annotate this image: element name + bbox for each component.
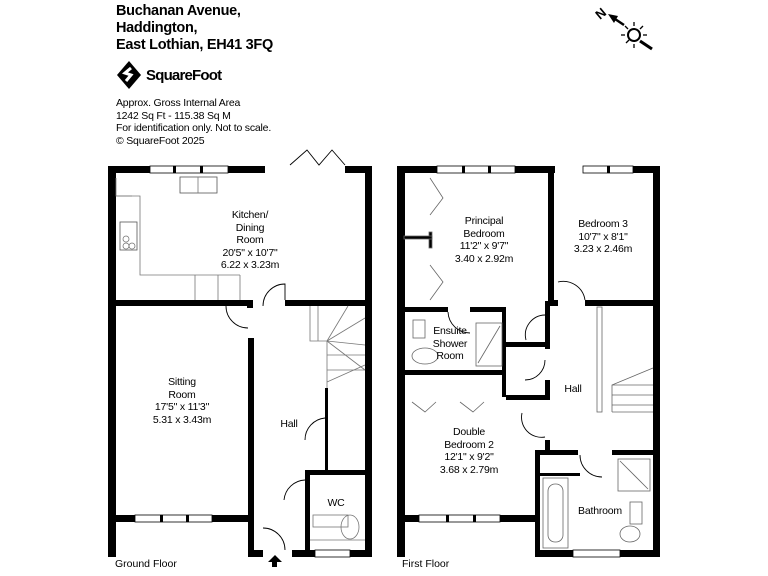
address-line-2: Haddington, (116, 20, 198, 36)
first-floor-fittings (403, 177, 654, 549)
ground-floor-walls (108, 166, 372, 557)
room-double-bedroom-2: Double Bedroom 2 12'1" x 9'2" 3.68 x 2.7… (439, 426, 499, 476)
area-value: 1242 Sq Ft - 115.38 Sq M (116, 109, 231, 122)
address-line-1: Buchanan Avenue, (116, 3, 241, 19)
room-name: Room (168, 388, 196, 401)
room-size-metric: 6.22 x 3.23m (220, 259, 280, 271)
room-name: Shower (432, 337, 468, 350)
room-name: Room (236, 234, 264, 246)
disclaimer: For identification only. Not to scale. (116, 122, 272, 134)
ground-floor-windows (134, 165, 351, 558)
room-size-metric: 5.31 x 3.43m (152, 413, 212, 426)
room-size-imperial: 20'5" x 10'7" (222, 246, 278, 259)
room-name: Hall (564, 383, 582, 395)
squarefoot-logo: SquareFoot (116, 60, 222, 90)
room-name: Double (452, 426, 486, 438)
room-name: Hall (280, 418, 298, 430)
sun-arrow-icon (608, 14, 653, 51)
room-bathroom: Bathroom (578, 505, 622, 518)
property-address: Buchanan Avenue, Haddington, East Lothia… (116, 3, 273, 54)
room-kitchen-dining: Kitchen/ Dining Room 20'5" x 10'7" 6.22 … (220, 209, 280, 272)
room-sitting: Sitting Room 17'5" x 11'3" 5.31 x 3.43m (152, 376, 212, 426)
room-hall-ground: Hall (280, 418, 298, 431)
room-name: Dining (235, 221, 265, 234)
room-size-imperial: 10'7" x 8'1" (578, 230, 628, 243)
copyright: © SquareFoot 2025 (116, 134, 205, 147)
room-name: Bedroom 2 (444, 438, 494, 451)
room-size-metric: 3.40 x 2.92m (454, 252, 514, 265)
room-name: Bedroom 3 (578, 218, 628, 230)
ground-floor-mullions (160, 166, 203, 522)
area-label: Approx. Gross Internal Area (116, 97, 241, 109)
room-bedroom-3: Bedroom 3 10'7" x 8'1" 3.23 x 2.46m (573, 218, 633, 256)
room-name: Kitchen/ (231, 209, 269, 221)
room-name: Sitting (168, 376, 196, 388)
ground-floor-label: Ground Floor (115, 558, 177, 570)
room-hall-first: Hall (564, 383, 582, 396)
room-name: WC (327, 497, 345, 509)
room-name: Ensuite (433, 325, 467, 337)
first-floor-doors (447, 280, 603, 478)
entrance-arrow-icon (268, 555, 282, 567)
address-line-3: East Lothian, EH41 3FQ (116, 37, 273, 53)
room-size-imperial: 17'5" x 11'3" (154, 401, 210, 413)
room-size-imperial: 12'1" x 9'2" (444, 451, 494, 463)
first-floor-label: First Floor (402, 558, 450, 570)
room-name: Room (436, 350, 464, 362)
room-principal-bedroom: Principal Bedroom 11'2" x 9'7" 3.40 x 2.… (454, 215, 514, 265)
room-size-metric: 3.23 x 2.46m (573, 243, 633, 255)
squarefoot-logo-icon (117, 61, 141, 89)
brand-name: SquareFoot (146, 66, 222, 84)
room-name: Bathroom (578, 505, 622, 517)
area-info: Approx. Gross Internal Area 1242 Sq Ft -… (116, 97, 271, 147)
room-size-metric: 3.68 x 2.79m (439, 463, 499, 476)
room-name: Principal (464, 215, 504, 227)
room-ensuite: Ensuite Shower Room (432, 325, 468, 363)
ground-floor-doors (225, 149, 346, 551)
room-size-imperial: 11'2" x 9'7" (459, 240, 509, 252)
room-wc: WC (327, 497, 344, 510)
first-floor-walls (397, 166, 660, 557)
room-name: Bedroom (463, 227, 505, 240)
first-floor-mullions (446, 166, 610, 522)
ground-floor-fittings (115, 176, 366, 541)
compass-icon: N (590, 2, 660, 52)
